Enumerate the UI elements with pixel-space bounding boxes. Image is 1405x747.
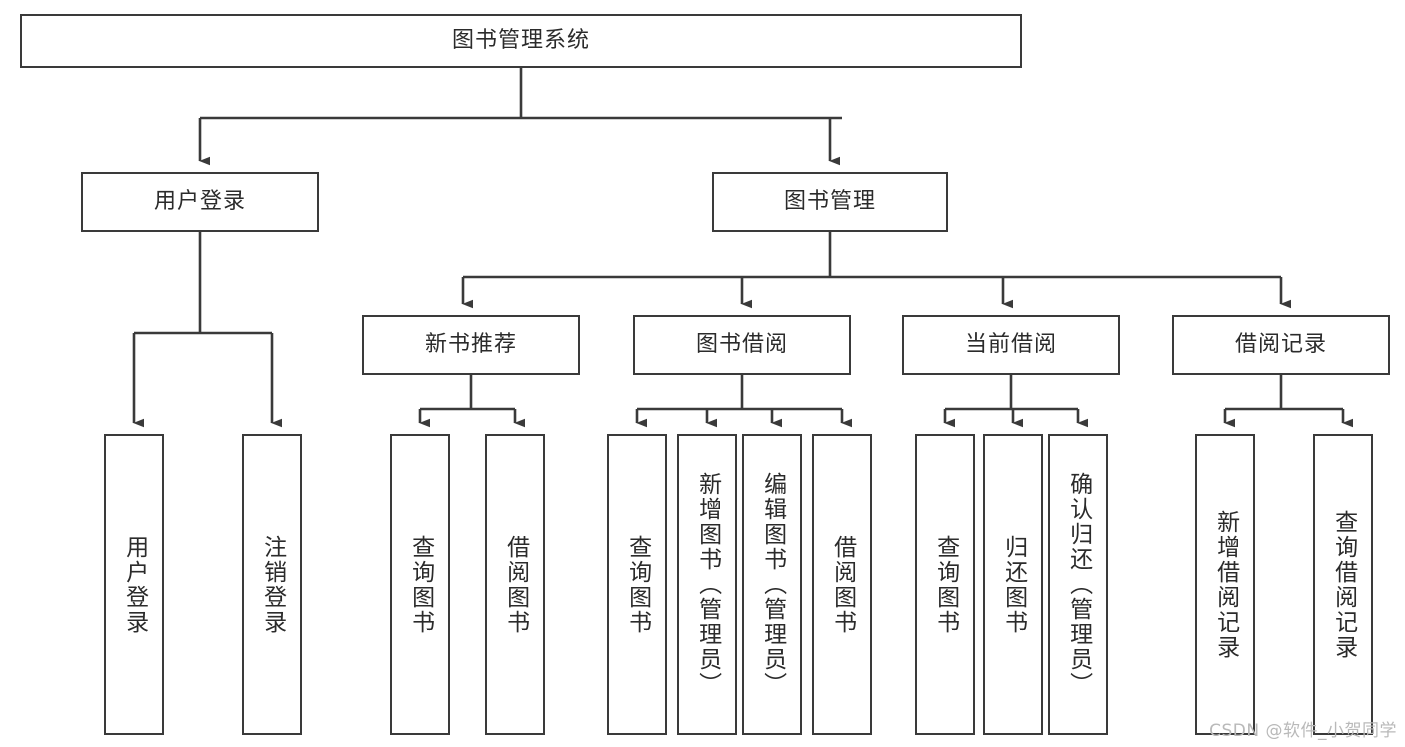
node-book-borrow[interactable]: 图书借阅 bbox=[633, 315, 851, 375]
node-book-management-label: 图书管理 bbox=[783, 189, 876, 215]
node-borrow-record[interactable]: 借阅记录 bbox=[1172, 315, 1390, 375]
node-leaf-add-book-label: 新增图书（管理员） bbox=[694, 472, 721, 697]
node-root-label: 图书管理系统 bbox=[451, 28, 590, 54]
csdn-watermark: CSDN @软件_小贺同学 bbox=[1209, 721, 1397, 741]
node-leaf-borrow-book-2-label: 借阅图书 bbox=[829, 534, 856, 635]
node-leaf-return-book[interactable]: 归还图书 bbox=[983, 434, 1043, 735]
node-leaf-borrow-book-1[interactable]: 借阅图书 bbox=[485, 434, 545, 735]
node-leaf-edit-book[interactable]: 编辑图书（管理员） bbox=[742, 434, 802, 735]
node-leaf-confirm-return-label: 确认归还（管理员） bbox=[1065, 472, 1092, 697]
node-leaf-user-logout-label: 注销登录 bbox=[259, 534, 286, 635]
node-leaf-borrow-book-2[interactable]: 借阅图书 bbox=[812, 434, 872, 735]
node-leaf-query-book-2-label: 查询图书 bbox=[624, 534, 651, 635]
node-book-borrow-label: 图书借阅 bbox=[695, 332, 788, 358]
node-current-borrow[interactable]: 当前借阅 bbox=[902, 315, 1120, 375]
node-root[interactable]: 图书管理系统 bbox=[20, 14, 1022, 68]
node-leaf-query-book-3-label: 查询图书 bbox=[932, 534, 959, 635]
node-leaf-user-login[interactable]: 用户登录 bbox=[104, 434, 164, 735]
node-user-login-label: 用户登录 bbox=[153, 189, 246, 215]
node-new-book-recommend[interactable]: 新书推荐 bbox=[362, 315, 580, 375]
node-new-book-recommend-label: 新书推荐 bbox=[424, 332, 517, 358]
node-user-login[interactable]: 用户登录 bbox=[81, 172, 319, 232]
node-leaf-query-record-label: 查询借阅记录 bbox=[1330, 509, 1357, 660]
node-leaf-query-book-2[interactable]: 查询图书 bbox=[607, 434, 667, 735]
node-leaf-borrow-book-1-label: 借阅图书 bbox=[502, 534, 529, 635]
node-leaf-return-book-label: 归还图书 bbox=[1000, 534, 1027, 635]
node-current-borrow-label: 当前借阅 bbox=[964, 332, 1057, 358]
node-leaf-user-logout[interactable]: 注销登录 bbox=[242, 434, 302, 735]
node-leaf-add-record[interactable]: 新增借阅记录 bbox=[1195, 434, 1255, 735]
node-leaf-user-login-label: 用户登录 bbox=[121, 534, 148, 635]
node-book-management[interactable]: 图书管理 bbox=[712, 172, 948, 232]
node-leaf-add-record-label: 新增借阅记录 bbox=[1212, 509, 1239, 660]
node-leaf-confirm-return[interactable]: 确认归还（管理员） bbox=[1048, 434, 1108, 735]
node-leaf-query-record[interactable]: 查询借阅记录 bbox=[1313, 434, 1373, 735]
node-borrow-record-label: 借阅记录 bbox=[1234, 332, 1327, 358]
node-leaf-add-book[interactable]: 新增图书（管理员） bbox=[677, 434, 737, 735]
node-leaf-query-book-1-label: 查询图书 bbox=[407, 534, 434, 635]
node-leaf-edit-book-label: 编辑图书（管理员） bbox=[759, 472, 786, 697]
node-leaf-query-book-3[interactable]: 查询图书 bbox=[915, 434, 975, 735]
node-leaf-query-book-1[interactable]: 查询图书 bbox=[390, 434, 450, 735]
